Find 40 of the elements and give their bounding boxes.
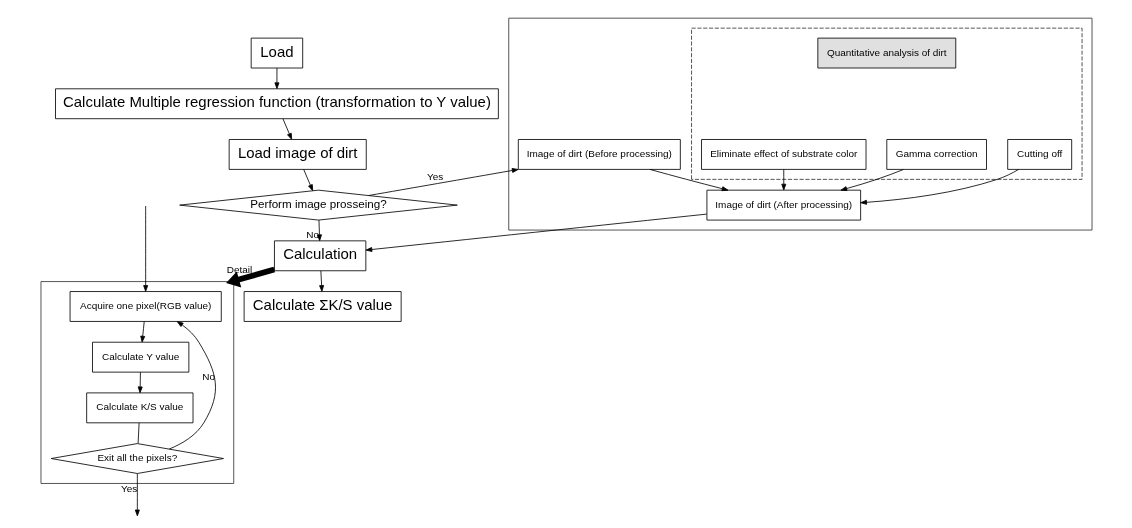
node-box: Calculate ΣK/S value (243, 291, 402, 322)
arrow (282, 118, 292, 140)
arrow (137, 371, 143, 394)
arrow (225, 266, 275, 288)
node-box: Calculate Multiple regression function (transformation to Y value) (54, 88, 499, 120)
arrow (274, 67, 279, 90)
edge-label: Yes (120, 482, 137, 494)
arrow (316, 219, 322, 242)
node-diamond: Perform image prosseing? (178, 189, 458, 221)
arrow (139, 321, 145, 343)
node-box: Gamma correction (885, 139, 987, 170)
edge-label: No (201, 370, 215, 382)
node-box: Image of dirt (Before processing) (517, 139, 681, 170)
node-box: Load (250, 37, 303, 69)
node-box: Calculate K/S value (85, 392, 193, 424)
edge-label: Yes (426, 170, 443, 182)
edge-label: Detail (226, 263, 252, 275)
cluster (690, 27, 1082, 180)
connector (137, 422, 140, 444)
node-box: Load image of dirt (228, 139, 367, 170)
node-box: Quantitative analysis of dirt (816, 37, 956, 69)
node-box: Acquire one pixel(RGB value) (69, 291, 222, 322)
arrow (168, 321, 216, 450)
arrow (859, 169, 1019, 205)
node-box: Calculate Y value (91, 341, 189, 373)
node-box: Calculation (273, 240, 366, 272)
cluster (507, 17, 1092, 231)
arrow (367, 168, 518, 196)
arrow (318, 270, 324, 292)
node-box: Image of dirt (After processing) (706, 189, 861, 221)
arrow (142, 205, 148, 292)
arrow (302, 169, 313, 192)
arrow (649, 169, 728, 192)
node-box: Eliminate effect of substrate color (700, 139, 866, 170)
node-box: Cutting off (1006, 139, 1072, 170)
edge-label: No (305, 229, 319, 241)
node-diamond: Exit all the pixels? (50, 443, 224, 474)
cluster (40, 281, 234, 484)
arrow (365, 213, 707, 252)
arrow (780, 169, 786, 191)
